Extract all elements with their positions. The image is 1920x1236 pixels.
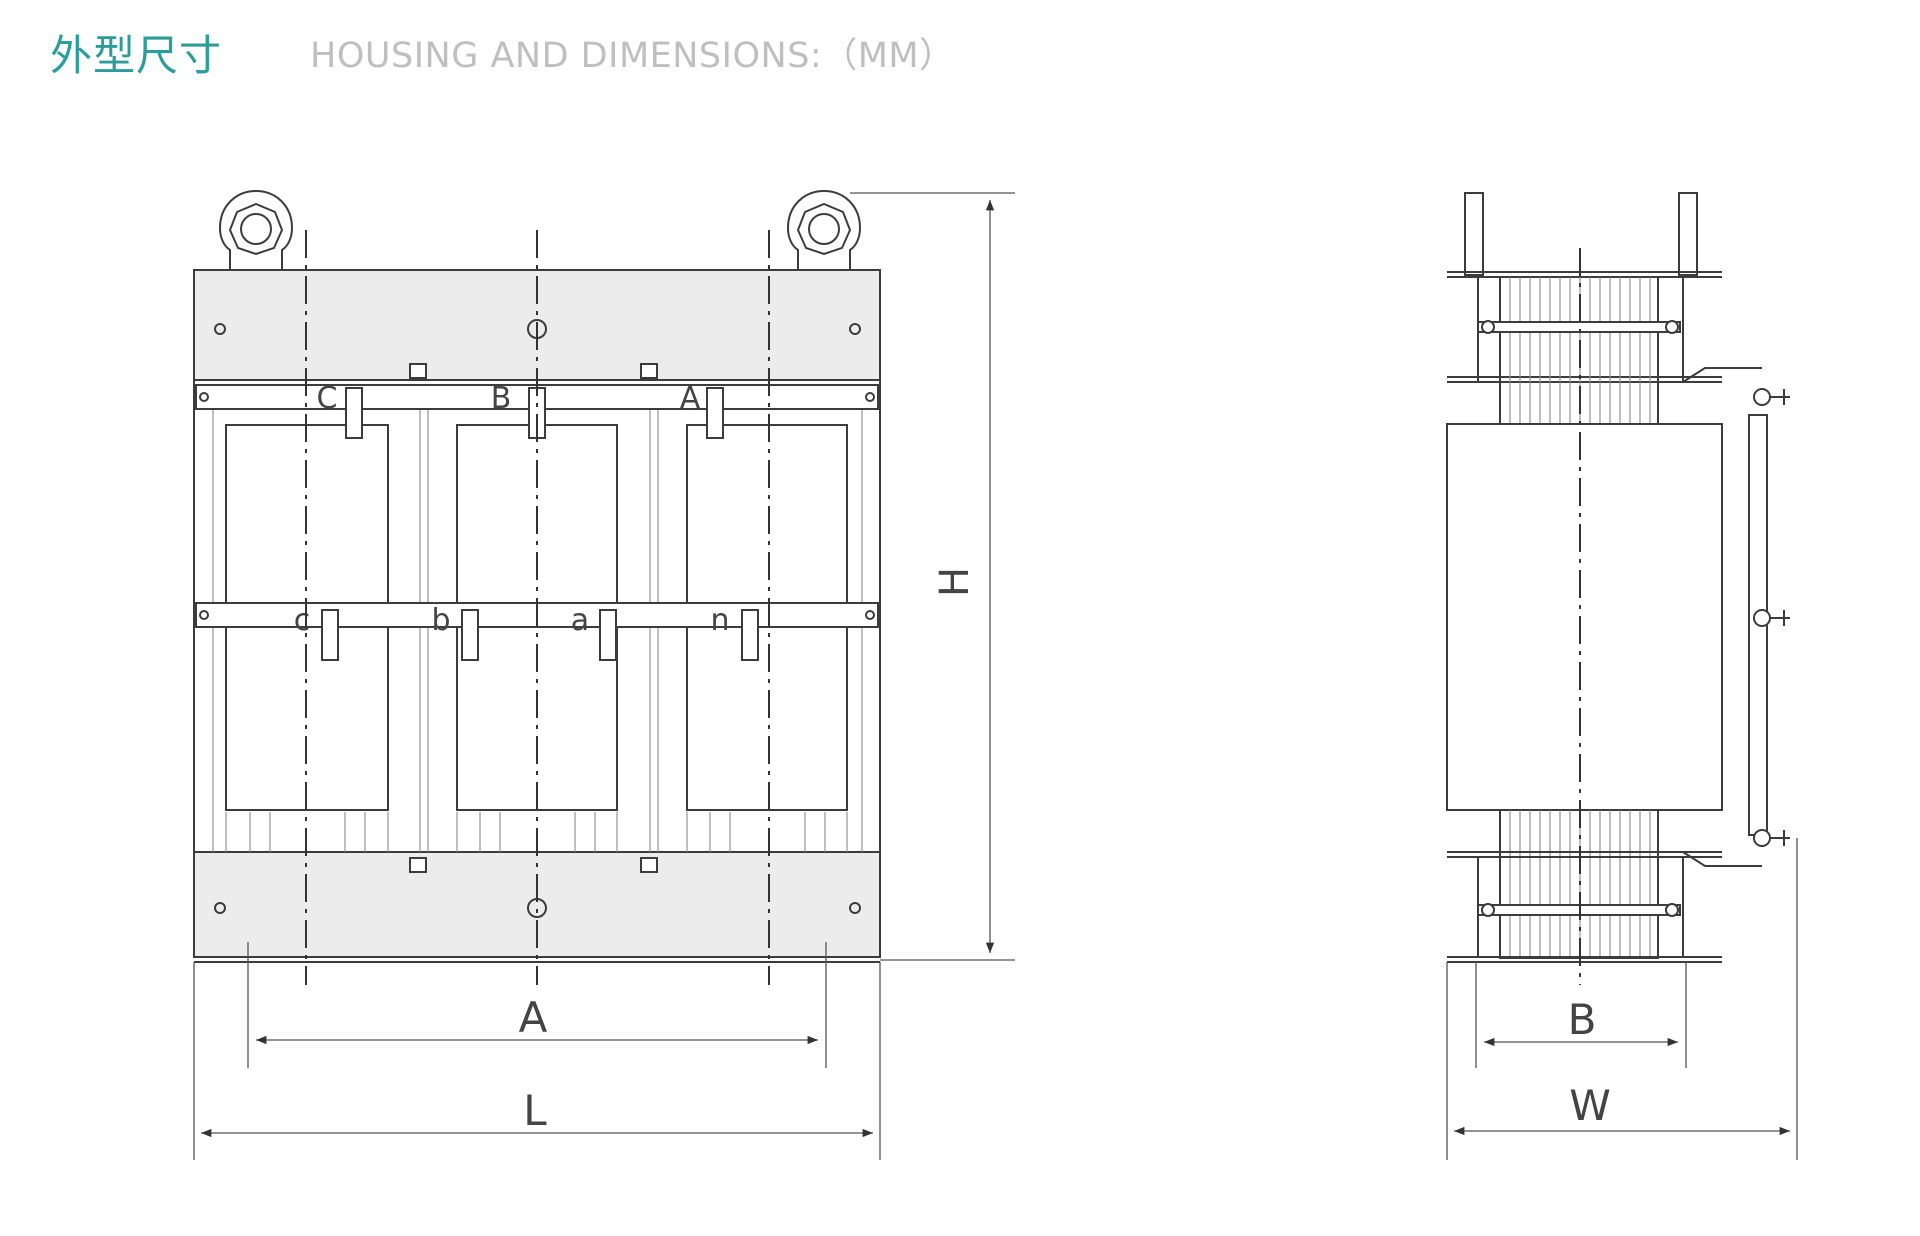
side-coil-body (1446, 423, 1723, 811)
section-header: 外型尺寸 HOUSING AND DIMENSIONS:（MM） (50, 22, 955, 82)
side-view: B W (1446, 192, 1798, 1160)
dim-length-label: L (523, 1086, 547, 1135)
dim-mount-label-B: B (1568, 995, 1597, 1044)
terminal-bolt-bottom (1753, 829, 1790, 847)
lifting-eye-right (786, 189, 862, 272)
phase-label-n: n (710, 603, 729, 638)
phase-label-c: c (294, 603, 311, 638)
phase-label-A: A (680, 381, 701, 416)
dim-width-label: W (1569, 1081, 1611, 1130)
phase-label-C: C (317, 381, 338, 416)
front-view: C B A c b a n H A L (193, 189, 1015, 1160)
lifting-eye-left (218, 189, 294, 272)
terminal-bolt-mid (1753, 609, 1790, 627)
dim-height-label: H (932, 567, 978, 597)
section-subtitle: HOUSING AND DIMENSIONS:（MM） (310, 35, 955, 76)
phase-label-a: a (571, 603, 589, 638)
dim-mount-label-A: A (519, 993, 548, 1042)
section-title: 外型尺寸 (50, 30, 223, 80)
phase-label-b: b (431, 603, 450, 638)
terminal-bolt-top (1753, 388, 1790, 406)
phase-label-B: B (491, 381, 512, 416)
